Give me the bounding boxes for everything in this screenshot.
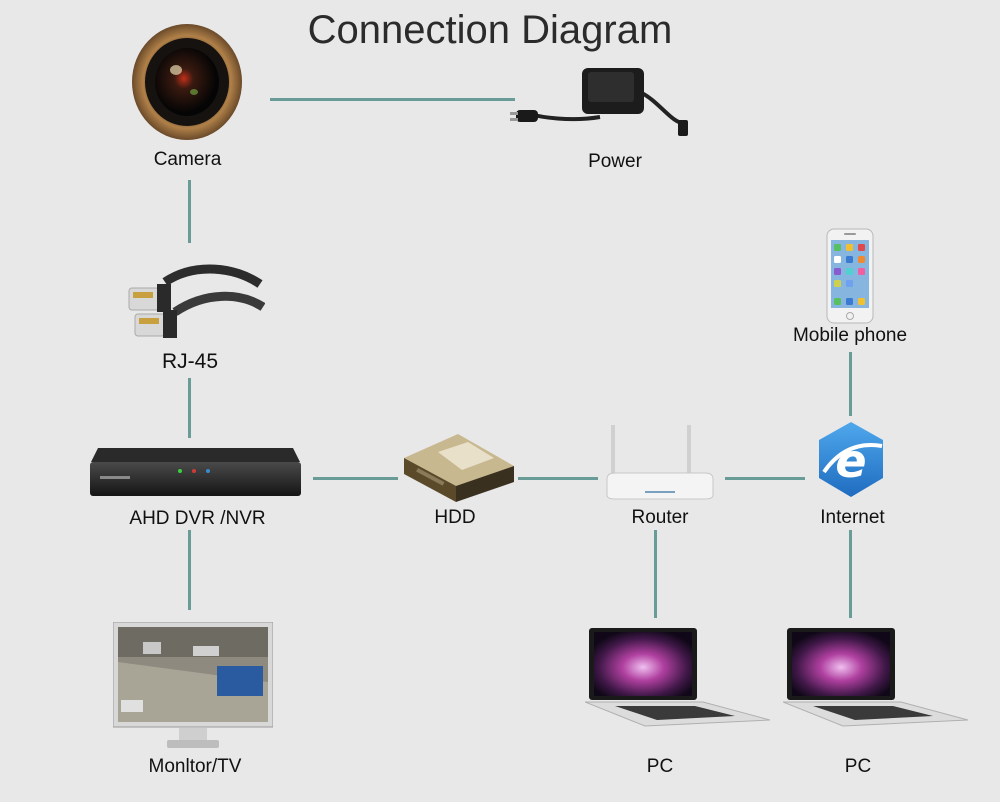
wire-hdd-router — [518, 477, 598, 480]
diagram-title: Connection Diagram — [307, 8, 673, 52]
dvr-label: AHD DVR /NVR — [129, 508, 266, 529]
ethernet-cable-icon — [128, 264, 265, 338]
camera-label: Camera — [153, 149, 222, 170]
hdd-label: HDD — [434, 507, 476, 528]
camera-node — [130, 22, 245, 144]
router-icon — [606, 425, 714, 500]
dvr-node — [88, 444, 303, 500]
power-node — [510, 62, 695, 142]
wire-camera-power — [270, 98, 515, 101]
monitor-label: Monltor/TV — [148, 756, 242, 777]
internet-explorer-icon: e — [819, 422, 883, 497]
hdd-node — [398, 428, 516, 504]
rj45-label: RJ-45 — [161, 350, 219, 373]
wire-internet-pc — [849, 530, 852, 618]
monitor-node — [113, 622, 273, 752]
camera-icon — [132, 24, 242, 140]
hard-drive-icon — [404, 434, 514, 502]
mobile-node — [826, 228, 874, 324]
laptop-icon — [585, 628, 770, 727]
router-label: Router — [631, 507, 689, 528]
power-label: Power — [588, 151, 642, 172]
mobile-phone-icon — [826, 228, 874, 324]
wire-router-pc — [654, 530, 657, 618]
monitor-icon — [113, 622, 273, 748]
wire-rj45-dvr — [188, 378, 191, 438]
internet-label: Internet — [820, 507, 885, 528]
dvr-recorder-icon — [90, 448, 301, 496]
laptop-icon — [783, 628, 968, 727]
rj45-node — [125, 262, 265, 342]
wire-camera-rj45 — [188, 180, 191, 243]
wire-internet-mobile — [849, 352, 852, 416]
mobile-label: Mobile phone — [792, 325, 908, 346]
wire-dvr-hdd — [313, 477, 398, 480]
pc-node-1 — [585, 628, 770, 728]
router-node — [605, 425, 715, 505]
pc-label-1: PC — [646, 756, 674, 777]
svg-text:e: e — [835, 434, 866, 488]
wire-router-internet — [725, 477, 805, 480]
pc-label-2: PC — [844, 756, 872, 777]
wire-dvr-monitor — [188, 530, 191, 610]
power-adapter-icon — [510, 68, 688, 136]
internet-node: e — [816, 420, 886, 500]
pc-node-2 — [783, 628, 968, 728]
